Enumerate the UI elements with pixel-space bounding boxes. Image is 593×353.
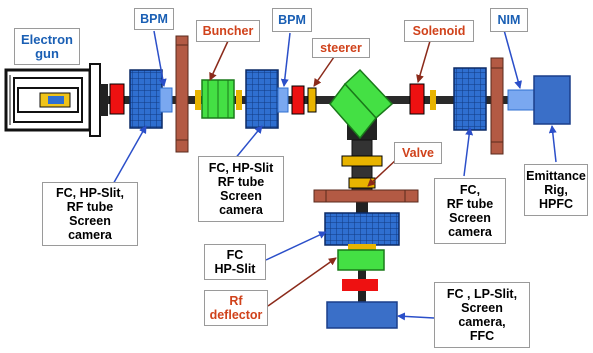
label-fc-hp-slit: FC HP-Slit	[204, 244, 266, 280]
rf-deflector	[337, 249, 385, 271]
flange-2	[490, 57, 504, 155]
solenoid-small	[291, 85, 305, 115]
label-bpm-right: BPM	[272, 8, 312, 32]
solenoid-gun	[109, 83, 125, 115]
quadrupole-1	[129, 69, 163, 129]
flange-1	[175, 35, 189, 153]
bpm-right	[277, 87, 289, 113]
emittance-rig	[533, 75, 571, 125]
label-rf-deflector: Rf deflector	[204, 290, 268, 326]
deflector-red	[342, 279, 378, 291]
label-steerer: steerer	[312, 38, 370, 58]
label-nim: NIM	[490, 8, 528, 32]
quadrupole-4	[324, 212, 400, 246]
label-buncher: Buncher	[196, 20, 260, 42]
annotation-arrows	[111, 29, 557, 321]
label-bpm-left: BPM	[134, 8, 174, 30]
steerer	[307, 87, 317, 113]
label-station-3: FC, RF tube Screen camera	[434, 178, 506, 244]
label-emittance-rig: Emittance Rig, HPFC	[524, 164, 588, 216]
valve	[313, 189, 419, 203]
label-station-1: FC, HP-Slit, RF tube Screen camera	[42, 182, 138, 246]
label-valve: Valve	[394, 142, 442, 164]
label-solenoid: Solenoid	[404, 20, 474, 42]
label-electron-gun: Electron gun	[14, 28, 80, 65]
label-station-2: FC, HP-Slit RF tube Screen camera	[198, 156, 284, 222]
bpm-left	[159, 87, 173, 113]
electron-gun	[4, 63, 108, 137]
bellow-yellow-1	[195, 90, 201, 110]
quadrupole-2	[245, 69, 279, 129]
quadrupole-3	[453, 67, 487, 131]
faraday-cup-block	[326, 301, 398, 329]
solenoid-main	[409, 83, 425, 115]
dipole-magnet	[329, 68, 394, 140]
nim-monitor	[507, 89, 535, 111]
label-fc-lp-slit: FC , LP-Slit, Screen camera, FFC	[434, 282, 530, 348]
